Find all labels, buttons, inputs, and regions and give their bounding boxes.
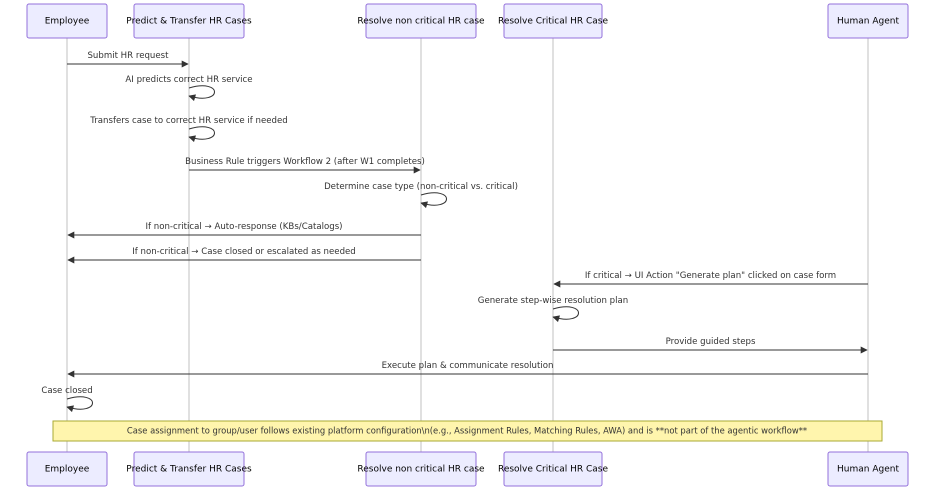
actor-emp-bottom: Employee	[26, 451, 108, 487]
message-2: AI predicts correct HR service	[125, 75, 253, 102]
actor-box	[827, 451, 909, 487]
actor-box	[26, 3, 108, 39]
message-label: Business Rule triggers Workflow 2 (after…	[185, 157, 425, 167]
message-label: AI predicts correct HR service	[125, 75, 252, 85]
self-loop-arrow	[552, 306, 579, 323]
actor-ha-bottom: Human Agent	[827, 451, 909, 487]
message-4: Business Rule triggers Workflow 2 (after…	[185, 157, 425, 174]
message-11: Execute plan & communicate resolution	[67, 361, 868, 378]
message-label: Execute plan & communicate resolution	[382, 361, 554, 371]
actor-pt-bottom: Predict & Transfer HR Cases	[126, 451, 252, 487]
message-10: Provide guided steps	[553, 337, 868, 354]
actor-label: Employee	[45, 465, 90, 475]
actor-label: Human Agent	[837, 465, 899, 475]
actors-bottom: Employee Predict & Transfer HR Cases Resol…	[26, 451, 909, 487]
actor-label: Employee	[45, 17, 90, 27]
actor-rn-bottom: Resolve non critical HR case	[357, 451, 485, 487]
message-7: If non-critical → Case closed or escalat…	[67, 247, 421, 264]
message-label: Submit HR request	[87, 51, 169, 61]
actor-box	[365, 3, 477, 39]
self-loop-arrow	[420, 192, 447, 209]
message-8: If critical → UI Action "Generate plan" …	[553, 271, 868, 288]
message-3: Transfers case to correct HR service if …	[89, 116, 288, 143]
message-label: If non-critical → Case closed or escalat…	[132, 247, 356, 257]
note: Case assignment to group/user follows ex…	[52, 420, 883, 442]
actor-box	[133, 3, 245, 39]
message-5: Determine case type (non-critical vs. cr…	[324, 182, 518, 209]
message-6: If non-critical → Auto-response (KBs/Cat…	[67, 222, 421, 239]
message-label: If non-critical → Auto-response (KBs/Cat…	[145, 222, 342, 232]
actor-label: Resolve Critical HR Case	[498, 465, 609, 475]
actor-label: Resolve non critical HR case	[357, 17, 485, 27]
actor-box	[365, 451, 477, 487]
message-label: Transfers case to correct HR service if …	[89, 116, 287, 126]
actor-label: Human Agent	[837, 17, 899, 27]
message-9: Generate step-wise resolution plan	[478, 296, 628, 323]
message-1: Submit HR request	[67, 51, 189, 68]
actor-label: Resolve non critical HR case	[357, 465, 485, 475]
message-label: Generate step-wise resolution plan	[478, 296, 628, 306]
actor-box	[133, 451, 245, 487]
actor-ha-top: Human Agent	[827, 3, 909, 39]
messages: Submit HR request AI predicts correct HR …	[41, 51, 868, 413]
actor-box	[503, 3, 603, 39]
message-label: Provide guided steps	[666, 337, 756, 347]
actor-rn-top: Resolve non critical HR case	[357, 3, 485, 39]
actor-box	[26, 451, 108, 487]
actor-pt-top: Predict & Transfer HR Cases	[126, 3, 252, 39]
actor-rc-top: Resolve Critical HR Case	[498, 3, 609, 39]
actor-box	[827, 3, 909, 39]
actor-box	[503, 451, 603, 487]
actor-rc-bottom: Resolve Critical HR Case	[498, 451, 609, 487]
message-label: If critical → UI Action "Generate plan" …	[585, 271, 836, 281]
actors-top: Employee Predict & Transfer HR Cases Resol…	[26, 3, 909, 39]
message-label: Case closed	[41, 386, 92, 396]
self-loop-arrow	[188, 85, 215, 102]
lifelines	[66, 38, 869, 452]
note-text: Case assignment to group/user follows ex…	[127, 426, 807, 436]
actor-label: Predict & Transfer HR Cases	[126, 17, 252, 27]
actor-label: Resolve Critical HR Case	[498, 17, 609, 27]
message-12: Case closed	[41, 386, 93, 413]
self-loop-arrow	[66, 396, 93, 413]
message-label: Determine case type (non-critical vs. cr…	[324, 182, 518, 192]
actor-emp-top: Employee	[26, 3, 108, 39]
actor-label: Predict & Transfer HR Cases	[126, 465, 252, 475]
self-loop-arrow	[188, 126, 215, 143]
note-box	[52, 420, 883, 442]
